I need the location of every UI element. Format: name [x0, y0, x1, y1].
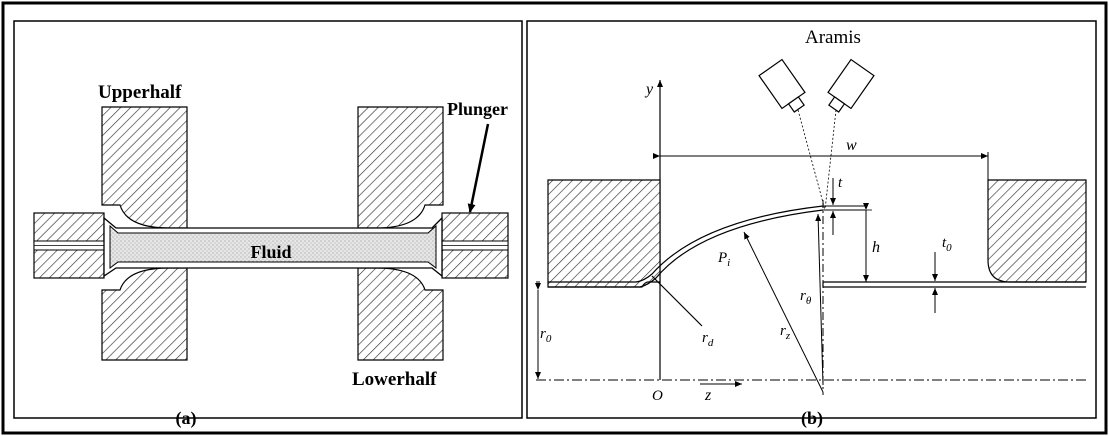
rtheta-radius	[815, 213, 824, 386]
left-die-block	[547, 179, 661, 288]
y-axis-label: y	[644, 81, 654, 98]
lower-half-label: Lowerhalf	[352, 369, 437, 390]
aramis-label: Aramis	[805, 27, 861, 48]
upper-half-label: Upperhalf	[98, 82, 182, 103]
tube-outer-left	[548, 209, 824, 288]
lower-left-die	[101, 267, 188, 361]
panel-a-frame	[13, 20, 523, 419]
pi-label: Pi	[717, 250, 730, 269]
plunger-label: Plunger	[447, 99, 508, 119]
z-axis-label: z	[704, 387, 712, 404]
right-plunger	[441, 212, 509, 279]
lower-right-die	[357, 267, 444, 361]
upper-right-die	[357, 106, 444, 229]
camera-left-icon	[758, 58, 806, 113]
panel-b: Aramis y z O w t h	[526, 20, 1097, 429]
tube-inner-left	[548, 205, 824, 283]
rd-label: rd	[702, 330, 714, 349]
h-label: h	[872, 239, 880, 256]
camera-right-icon	[827, 58, 875, 113]
rz-label: rz	[780, 323, 791, 342]
panel-a-caption: (a)	[176, 408, 197, 429]
rz-radius	[743, 231, 824, 393]
rd-leader	[651, 275, 703, 327]
t-label: t	[838, 175, 843, 191]
right-die-block	[987, 179, 1087, 283]
panel-b-caption: (b)	[801, 408, 823, 429]
w-label: w	[846, 137, 857, 154]
camera-left-sightline	[797, 109, 826, 211]
panel-b-frame	[526, 20, 1097, 419]
camera-right-sightline	[824, 109, 837, 211]
t0-label: t0	[942, 235, 952, 254]
panel-a: Fluid Upperhalf Plunger Lowerhalf (a)	[13, 20, 523, 429]
plunger-arrow	[467, 123, 490, 213]
fluid-region	[109, 224, 437, 269]
r0-label: r0	[540, 326, 552, 345]
left-plunger	[33, 212, 105, 279]
origin-label: O	[652, 388, 663, 404]
rtheta-label: rθ	[800, 288, 812, 307]
fluid-label: Fluid	[250, 242, 291, 262]
upper-left-die	[101, 106, 188, 229]
